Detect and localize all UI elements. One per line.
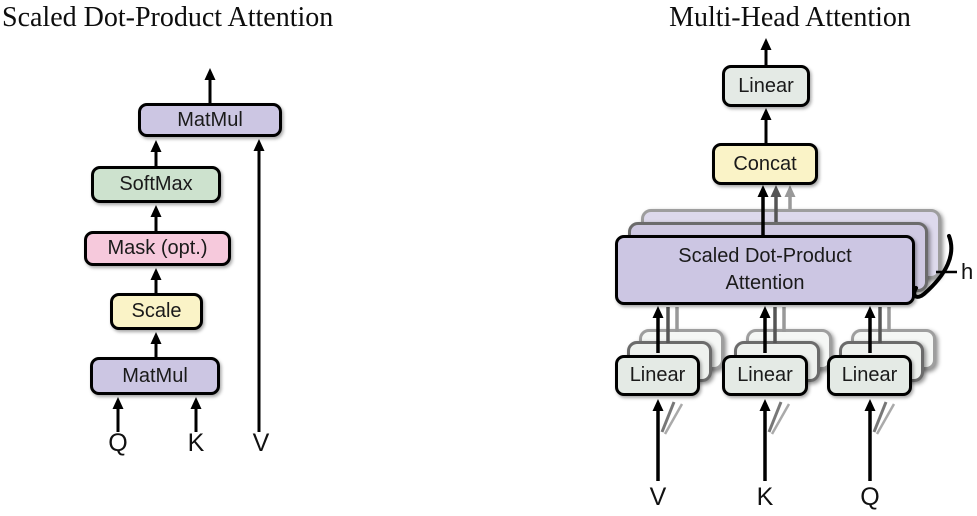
matmul-bottom-box: MatMul bbox=[90, 357, 220, 395]
linear-k-box: Linear bbox=[722, 355, 808, 396]
linear-q-label: Linear bbox=[841, 364, 898, 386]
mask-box: Mask (opt.) bbox=[84, 231, 231, 266]
head-count-brace bbox=[912, 234, 954, 299]
scale-label: Scale bbox=[131, 300, 182, 322]
softmax-box: SoftMax bbox=[91, 166, 221, 203]
mask-label: Mask (opt.) bbox=[107, 237, 208, 259]
linear-q-box: Linear bbox=[827, 355, 912, 396]
right-input-k-label: K bbox=[756, 483, 774, 511]
linear-top-label: Linear bbox=[738, 74, 794, 97]
linear-v-label: Linear bbox=[629, 364, 686, 386]
linear-top-box: Linear bbox=[722, 65, 810, 107]
scaled-dot-product-attention-box: Scaled Dot-Product Attention bbox=[615, 235, 915, 305]
left-diagram-title: Scaled Dot-Product Attention bbox=[2, 2, 334, 33]
matmul-bottom-label: MatMul bbox=[122, 364, 188, 387]
matmul-top-box: MatMul bbox=[138, 103, 282, 137]
concat-box: Concat bbox=[712, 143, 818, 185]
linear-v-box: Linear bbox=[615, 355, 700, 396]
scale-box: Scale bbox=[110, 293, 203, 330]
right-diagram-title: Multi-Head Attention bbox=[669, 2, 911, 33]
scaled-dot-product-attention-label: Scaled Dot-Product Attention bbox=[678, 245, 852, 294]
concat-label: Concat bbox=[733, 152, 797, 175]
linear-k-label: Linear bbox=[737, 364, 793, 386]
head-count-label: h bbox=[961, 259, 974, 284]
left-input-k-label: K bbox=[187, 429, 205, 457]
left-input-v-label: V bbox=[252, 429, 270, 457]
right-input-q-label: Q bbox=[860, 483, 880, 511]
matmul-top-label: MatMul bbox=[177, 108, 243, 131]
softmax-label: SoftMax bbox=[119, 173, 193, 195]
right-input-v-label: V bbox=[649, 483, 667, 511]
left-input-q-label: Q bbox=[108, 429, 128, 457]
